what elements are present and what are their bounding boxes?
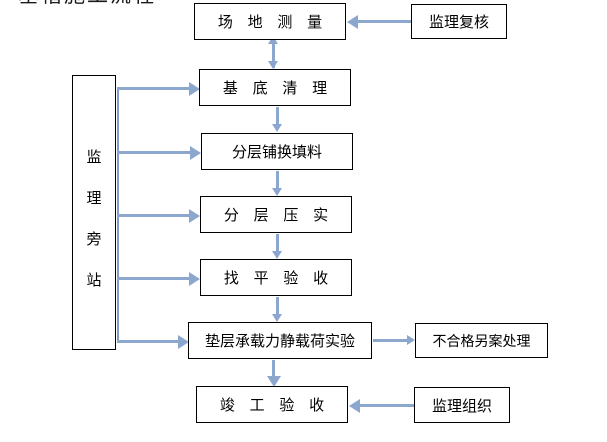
connector-onsite-to-loadtest-arrowhead <box>178 335 189 349</box>
connector-leveling-to-loadtest-line <box>276 297 279 315</box>
connector-org-to-final-arrowhead <box>349 399 360 413</box>
connector-onsite-to-leveling-line <box>117 277 190 280</box>
node-unqualified-handling[interactable]: 不合格另案处理 <box>415 323 548 358</box>
connector-leveling-to-loadtest-arrowhead <box>272 314 282 322</box>
node-final-acceptance[interactable]: 竣 工 验 收 <box>196 386 348 423</box>
connector-loadtest-to-final-arrowhead <box>267 376 281 387</box>
connector-survey-cleaning-arrowhead-up <box>268 36 278 44</box>
node-layered-compaction[interactable]: 分 层 压 实 <box>200 196 352 233</box>
connector-onsite-to-leveling-arrowhead <box>189 272 200 286</box>
connector-fill-to-compaction-arrowhead <box>272 188 282 196</box>
connector-onsite-to-compaction-line <box>117 214 190 217</box>
connector-compaction-to-leveling-arrowhead <box>272 251 282 259</box>
connector-onsite-to-cleaning-arrowhead <box>189 82 200 96</box>
node-supervisor-onsite[interactable]: 监理旁站 <box>72 75 116 350</box>
connector-onsite-to-compaction-arrowhead <box>189 209 200 223</box>
node-layered-fill[interactable]: 分层铺换填料 <box>201 133 353 170</box>
connector-compaction-to-leveling-line <box>276 234 279 252</box>
connector-cleaning-to-fill-line <box>276 107 279 125</box>
connector-survey-cleaning-line <box>272 42 275 68</box>
connector-loadtest-to-unqualified-line <box>373 339 408 342</box>
node-supervisor-organization[interactable]: 监理组织 <box>414 387 510 423</box>
connector-onsite-to-fill-arrowhead <box>190 146 201 160</box>
connector-cleaning-to-fill-arrowhead <box>272 124 282 132</box>
node-static-load-test[interactable]: 垫层承载力静载荷实验 <box>188 322 372 359</box>
connector-recheck-to-survey-arrowhead <box>347 15 358 29</box>
connector-onsite-to-cleaning-line <box>117 87 190 90</box>
connector-loadtest-to-unqualified-arrowhead <box>407 335 415 345</box>
connector-survey-cleaning-arrowhead-down <box>268 61 278 69</box>
connector-recheck-to-survey-line <box>358 20 412 23</box>
connector-fill-to-compaction-line <box>276 171 279 189</box>
node-base-cleaning[interactable]: 基 底 清 理 <box>199 69 351 106</box>
node-site-survey[interactable]: 场 地 测 量 <box>194 3 346 40</box>
node-leveling-acceptance[interactable]: 找 平 验 收 <box>200 259 352 296</box>
page-title: 基槽施工流程 <box>18 0 156 7</box>
connector-org-to-final-line <box>360 404 415 407</box>
connector-loadtest-to-final-line <box>272 360 275 377</box>
connector-onsite-to-fill-line <box>117 151 191 154</box>
node-supervisor-recheck[interactable]: 监理复核 <box>411 4 507 39</box>
connector-onsite-to-loadtest-line <box>117 340 179 343</box>
